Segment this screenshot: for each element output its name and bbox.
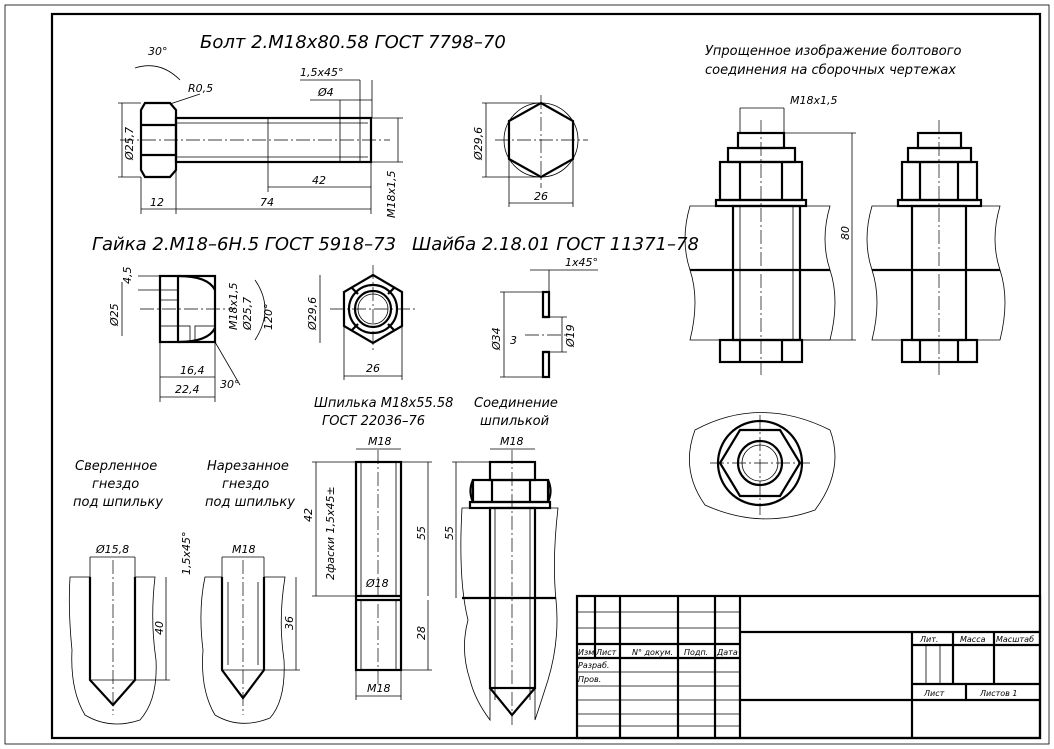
washer-chamfer-dim: 1x45° (565, 256, 598, 269)
stud-view: Шпилька М18х55.58 ГОСТ 22036–76 M18 42 2… (302, 396, 453, 700)
title-block: Изм. Лист N° докум. Подп. Дата Разраб. П… (575, 594, 1042, 740)
bolt-hole-dim: Ø4 (317, 86, 334, 99)
drilled-title-1: Сверленное (75, 459, 157, 474)
bolt-chamfer-dim: 1,5x45° (300, 66, 344, 79)
threaded-title-3: под шпильку (205, 495, 295, 510)
simplified-len-dim: 80 (839, 226, 852, 240)
drilled-title-3: под шпильку (73, 495, 163, 510)
tb-prov: Пров. (578, 675, 601, 684)
bolt-hex-width-dim: 26 (534, 190, 548, 203)
bolt-thread-len-dim: 42 (312, 174, 326, 187)
tb-list: Лист (595, 648, 617, 657)
nut-hex-width-dim: 26 (366, 362, 380, 375)
tb-razrab: Разраб. (578, 661, 609, 670)
bolt-hex-dia-dim: Ø29,6 (472, 127, 485, 161)
conn-55-dim: 55 (443, 526, 456, 540)
washer-title: Шайба 2.18.01 ГОСТ 11371–78 (412, 234, 699, 255)
nut-h-dim: 4,5 (121, 267, 134, 285)
nut-title: Гайка 2.М18–6Н.5 ГОСТ 5918–73 (92, 234, 396, 255)
bolt-head-dia-dim: Ø25,7 (123, 127, 136, 161)
drilled-dia-dim: Ø15,8 (95, 543, 129, 556)
washer-inner-dim: Ø19 (564, 324, 577, 348)
tb-lit: Лит. (919, 635, 938, 644)
bolt-head-h-dim: 12 (150, 196, 164, 209)
stud-55-dim: 55 (415, 526, 428, 540)
tb-podp: Подп. (684, 648, 708, 657)
washer-view: Шайба 2.18.01 ГОСТ 11371–78 1x45° Ø34 3 … (412, 234, 699, 379)
nut-len1-dim: 16,4 (180, 364, 205, 377)
nut-angle2-dim: 30° (220, 378, 240, 391)
washer-thick-dim: 3 (510, 334, 517, 347)
nut-hex-dia-dim: Ø29,6 (306, 297, 319, 331)
bolt-hex-view: Ø29,6 26 (472, 95, 588, 207)
outer-frame (4, 4, 1050, 745)
stud-conn-title-1: Соединение (474, 396, 558, 411)
threaded-title-2: гнездо (222, 477, 269, 492)
stud-title-2: ГОСТ 22036–76 (322, 414, 425, 429)
bolt-angle-dim: 30° (148, 45, 168, 58)
simplified-connection: Упрощенное изображение болтового соедине… (684, 44, 1006, 520)
stud-chamfers-dim: 2фаски 1,5x45± (324, 486, 337, 580)
tb-list2: Лист (923, 689, 945, 698)
tb-doc-no: N° докум. (632, 648, 673, 657)
conn-m18-dim: M18 (500, 435, 524, 448)
drilled-40-dim: 40 (153, 621, 166, 635)
threaded-title-1: Нарезанное (207, 459, 289, 474)
simplified-title-1: Упрощенное изображение болтового (705, 44, 962, 59)
tb-data: Дата (716, 648, 738, 657)
inner-frame (50, 12, 1042, 740)
simplified-thread-dim: M18x1,5 (790, 94, 838, 107)
simplified-title-2: соединения на сборочных чертежах (705, 63, 956, 78)
stud-title-1: Шпилька М18х55.58 (314, 396, 453, 411)
stud-conn-title-2: шпилькой (480, 414, 549, 429)
stud-connection-view: Соединение шпилькой M18 55 (443, 396, 559, 725)
tb-listov: Листов 1 (979, 689, 1018, 698)
bolt-thread-dim: M18x1,5 (385, 171, 398, 219)
stud-m18-bottom: M18 (367, 682, 391, 695)
nut-hex-view: Ø29,6 26 (306, 265, 418, 380)
bolt-view: Болт 2.М18х80.58 ГОСТ 7798–70 30° R0,5 1… (118, 32, 506, 218)
threaded-36-dim: 36 (283, 616, 296, 630)
tb-izm: Изм. (578, 648, 597, 657)
washer-outer-dim: Ø34 (490, 327, 503, 351)
bolt-title: Болт 2.М18х80.58 ГОСТ 7798–70 (200, 32, 506, 53)
threaded-chamfer-dim: 1,5x45° (180, 531, 193, 575)
stud-42-dim: 42 (302, 508, 315, 522)
threaded-m18-dim: M18 (232, 543, 256, 556)
nut-len2-dim: 22,4 (175, 383, 200, 396)
drilled-title-2: гнездо (92, 477, 139, 492)
stud-dia-dim: Ø18 (365, 577, 389, 590)
threaded-hole-view: Нарезанное гнездо под шпильку 1,5x45° M1… (180, 459, 300, 724)
nut-view: Гайка 2.М18–6Н.5 ГОСТ 5918–73 4,5 Ø25 M1… (92, 234, 396, 402)
nut-angle-dim: 120° (262, 304, 275, 331)
drilled-hole-view: Сверленное гнездо под шпильку Ø15,8 40 (68, 459, 170, 725)
bolt-radius-dim: R0,5 (188, 82, 213, 95)
tb-masshtab: Масштаб (996, 635, 1034, 644)
stud-m18-top: M18 (368, 435, 392, 448)
tb-massa: Масса (960, 635, 986, 644)
bolt-len-dim: 74 (260, 196, 274, 209)
nut-thread-dim: M18x1,5 (227, 283, 240, 331)
nut-dia2-dim: Ø25,7 (241, 297, 254, 331)
stud-28-dim: 28 (415, 626, 428, 640)
nut-dia-dim: Ø25 (108, 303, 121, 327)
